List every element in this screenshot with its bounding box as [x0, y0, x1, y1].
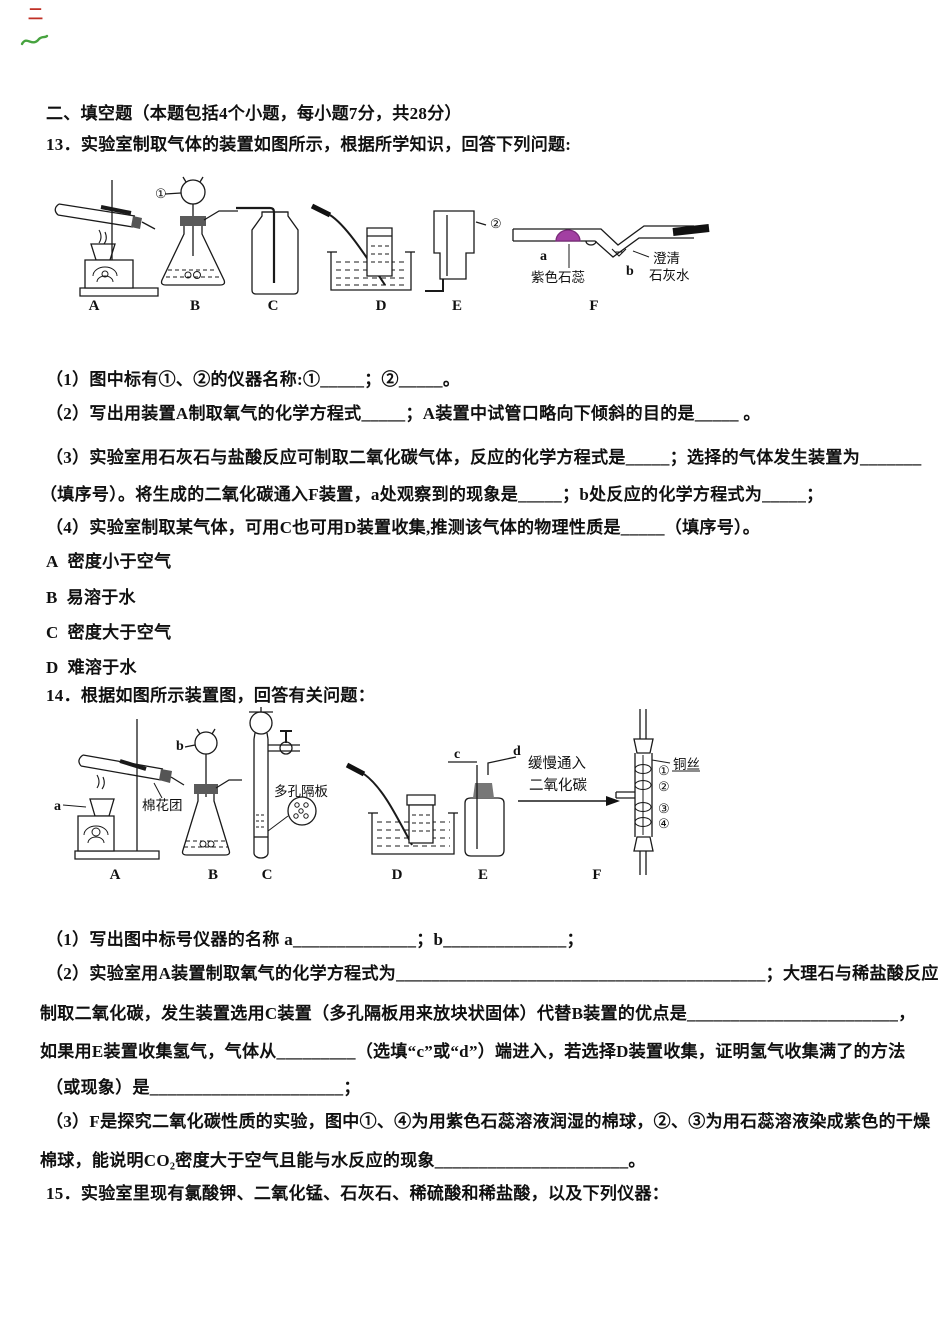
ball-2-label: ② — [658, 779, 670, 794]
q14-sub2a: （2）实验室用A装置制取氧气的化学方程式为___________________… — [46, 964, 939, 983]
q13-option-b: B 易溶于水 — [46, 583, 136, 608]
q14-sub3b: 棉球，能说明CO₂密度大于空气且能与水反应的现象________________… — [40, 1151, 646, 1170]
limewater-label-1: 澄清 — [653, 251, 680, 266]
option-key: D — [46, 658, 59, 677]
fig2-label-e: E — [478, 867, 488, 883]
q14-apparatus-e — [448, 757, 516, 856]
q14-sub2b: 制取二氧化碳，发生装置选用C装置（多孔隔板用来放块状固体）代替B装置的优点是__… — [40, 1004, 916, 1023]
option-text: 密度大于空气 — [67, 623, 172, 642]
q13-option-a: A 密度小于空气 — [46, 547, 171, 572]
q14-figure: a 棉花团 b 多孔隔板 c d 缓慢通入 二氧化碳 铜丝 ① ② ③ ④ A … — [54, 703, 700, 883]
fig1-label-c: C — [268, 298, 279, 314]
q13-option-c: C 密度大于空气 — [46, 618, 171, 643]
q14-apparatus-c — [249, 707, 316, 858]
option-key: A — [46, 552, 59, 571]
q13-sub1: （1）图中标有①、②的仪器名称:①_____；②_____。 — [46, 370, 461, 389]
fig2-label-b: B — [208, 867, 218, 883]
fig2-label-d: D — [392, 867, 403, 883]
option-key: B — [46, 588, 58, 607]
flow-label-2: 二氧化碳 — [529, 777, 587, 794]
option-text: 易溶于水 — [66, 588, 136, 607]
cotton-label: 棉花团 — [142, 798, 183, 813]
limewater-label-2: 石灰水 — [649, 268, 690, 283]
grader-green-mark — [20, 34, 49, 46]
section-header: 二、填空题（本题包括4个小题，每小题7分，共28分） — [46, 104, 462, 123]
fig1-label-e: E — [452, 298, 462, 314]
litmus-label: 紫色石蕊 — [531, 269, 585, 285]
copper-wire-label: 铜丝 — [673, 757, 700, 772]
point-c-label: c — [454, 747, 460, 762]
option-key: C — [46, 623, 59, 642]
fig1-label-d: D — [376, 298, 387, 314]
option-text: 密度小于空气 — [67, 552, 172, 571]
co2-flow-arrow — [518, 796, 620, 806]
fig1-label-a: A — [89, 298, 100, 314]
q14-sub2c: 如果用E装置收集氢气，气体从_________（选填“c”或“d”）端进入，若选… — [40, 1042, 906, 1061]
ball-4-label: ④ — [658, 816, 670, 831]
point-b-label: b — [176, 739, 184, 754]
q13-apparatus-e — [425, 211, 486, 291]
litmus-cotton-blob — [556, 230, 580, 241]
q13-option-d: D 难溶于水 — [46, 653, 137, 678]
ball-1-label: ① — [658, 763, 670, 778]
grader-red-mark: 二 — [28, 7, 44, 23]
q14-sub2d: （或现象）是______________________； — [46, 1078, 361, 1097]
q14-sub3a: （3）F是探究二氧化碳性质的实验，图中①、④为用紫色石蕊溶液润湿的棉球，②、③为… — [46, 1112, 931, 1131]
q13-apparatus-c — [236, 208, 298, 294]
q14-apparatus-d — [347, 765, 458, 854]
fig1-label-f: F — [589, 298, 598, 314]
q13-sub3a: （3）实验室用石灰石与盐酸反应可制取二氧化碳气体，反应的化学方程式是_____；… — [46, 448, 922, 467]
fig2-label-c: C — [262, 867, 273, 883]
q14-apparatus-f — [616, 709, 700, 875]
q14-apparatus-a — [63, 719, 184, 859]
porous-label: 多孔隔板 — [274, 783, 328, 799]
q13-apparatus-f — [513, 226, 709, 268]
q13-figure: ① ② a b 紫色石蕊 澄清 石灰水 A B C D E F — [45, 166, 745, 314]
fig2-label-f: F — [592, 867, 601, 883]
q13-sub3b: （填序号）。将生成的二氧化碳通入F装置，a处观察到的现象是_____；b处反应的… — [40, 485, 824, 504]
q13-sub4: （4）实验室制取某气体，可用C也可用D装置收集,推测该气体的物理性质是_____… — [46, 518, 761, 537]
point-a-label: a — [54, 799, 61, 814]
q14-sub1: （1）写出图中标号仪器的名称 a______________；b________… — [46, 930, 584, 949]
q14-stem: 14．根据如图所示装置图，回答有关问题： — [46, 686, 375, 705]
q15-stem: 15．实验室里现有氯酸钾、二氧化锰、石灰石、稀硫酸和稀盐酸，以及下列仪器： — [46, 1184, 670, 1203]
q13-sub2: （2）写出用装置A制取氧气的化学方程式_____；A装置中试管口略向下倾斜的目的… — [46, 404, 761, 423]
fig1-label-b: B — [190, 298, 200, 314]
q13-stem: 13．实验室制取气体的装置如图所示，根据所学知识，回答下列问题: — [46, 135, 572, 154]
fig2-label-a: A — [110, 867, 121, 883]
flow-label-1: 缓慢通入 — [528, 755, 586, 772]
callout-2-label: ② — [490, 216, 502, 231]
callout-1-label: ① — [155, 186, 167, 201]
q14-apparatus-b — [183, 729, 243, 855]
option-text: 难溶于水 — [67, 658, 137, 677]
q13-apparatus-b — [162, 177, 239, 285]
point-b-label: b — [626, 264, 634, 279]
point-a-label: a — [540, 249, 547, 264]
q13-apparatus-d — [312, 206, 415, 290]
point-d-label: d — [513, 744, 521, 759]
q13-apparatus-a — [55, 180, 158, 296]
ball-3-label: ③ — [658, 801, 670, 816]
